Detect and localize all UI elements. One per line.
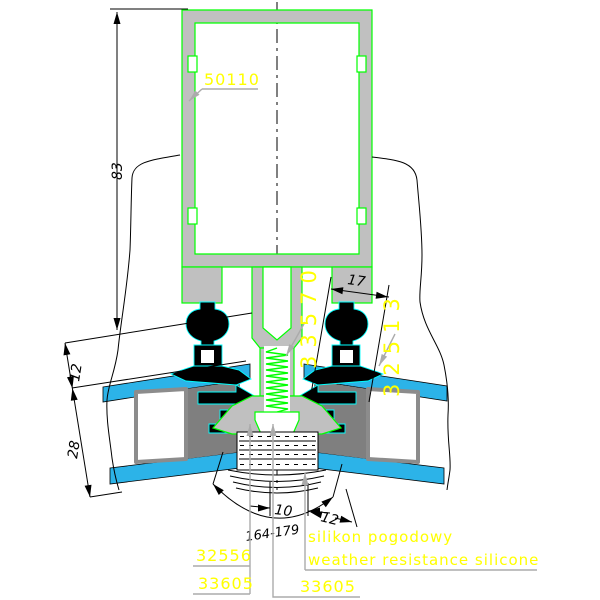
gasket-foot [169, 365, 252, 386]
dim-glazing-left: 12 28 [63, 312, 253, 498]
screw-groove-right-upper [356, 55, 367, 73]
setting-block [227, 431, 327, 494]
leader-arrow-50110 [189, 90, 200, 101]
part-labels: 50110 33570 32513 32556 33605 33605 sili… [188, 70, 539, 598]
label-33605-center: 33605 [300, 577, 356, 596]
break-line-right [371, 156, 451, 491]
screw-groove-right-lower [356, 207, 367, 225]
label-silicone-en: weather resistance silicone [308, 551, 539, 569]
spacer-left [134, 387, 188, 464]
gasket-wing-left [181, 266, 223, 304]
mushroom-gasket [185, 301, 230, 346]
break-lines [106, 154, 451, 491]
label-33605-left: 33605 [198, 574, 254, 593]
screw-thread-spring [265, 347, 289, 413]
break-line-left [106, 154, 181, 491]
pressure-plate-assembly [211, 346, 343, 437]
label-gasket-33570: 33570 [297, 262, 321, 369]
dim-edge-distance: 12 [310, 488, 358, 529]
screw-groove-left-upper [187, 55, 198, 73]
label-mullion-50110: 50110 [204, 70, 260, 89]
dim-text-17: 17 [346, 272, 366, 290]
dim-text-12-right: 12 [319, 509, 340, 529]
dim-text-28: 28 [65, 439, 84, 459]
dim-text-83: 83 [110, 162, 126, 180]
screw-channel [262, 266, 292, 341]
spacer-right [366, 387, 420, 464]
silicone-joint-lines [227, 469, 327, 494]
screw-groove-left-lower [187, 207, 198, 225]
label-32556: 32556 [196, 546, 252, 565]
dim-profile-height: 83 [110, 8, 188, 330]
dim-text-10: 10 [274, 502, 294, 520]
block-hatch [239, 436, 316, 465]
dim-text-12-left: 12 [67, 362, 86, 382]
leader-arrow-33570 [286, 344, 295, 356]
gasket-hollow [201, 350, 214, 363]
label-silicone-pl: silikon pogodowy [308, 528, 453, 546]
dim-rebate: 17 [310, 272, 390, 403]
label-gasket-32513: 32513 [380, 290, 404, 397]
leader-arrow-32513 [379, 354, 388, 366]
dim-joint-width: 10 [249, 482, 331, 520]
